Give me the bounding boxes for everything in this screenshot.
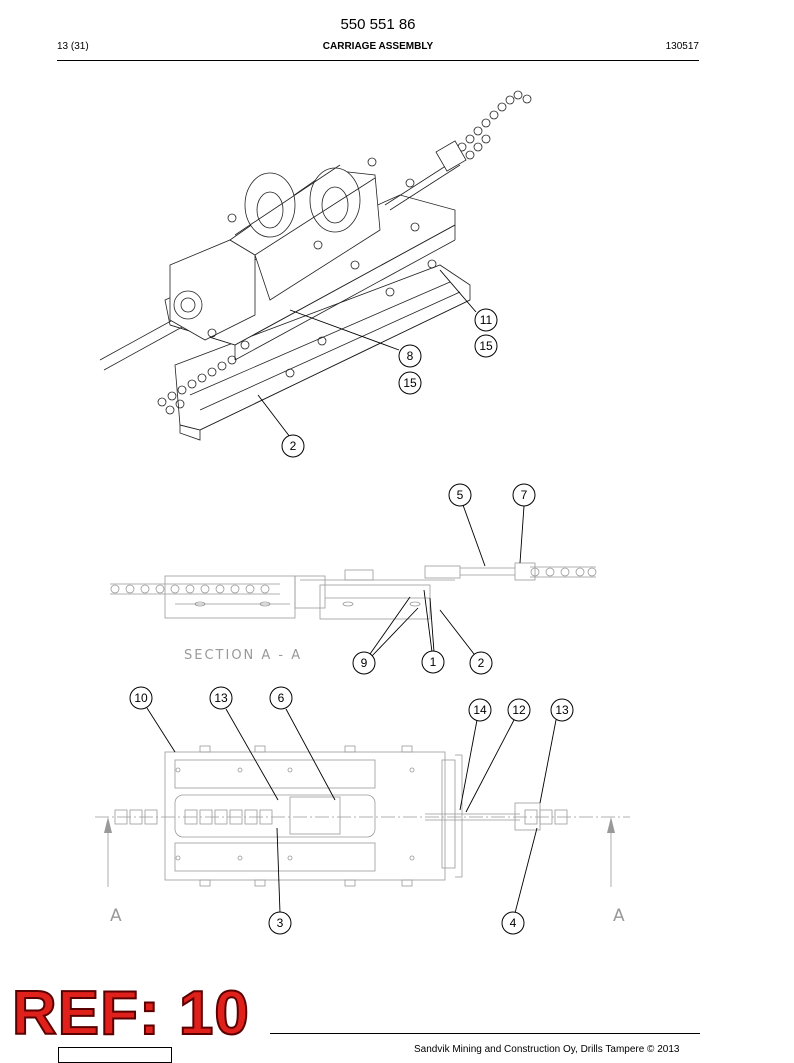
callout-15: 15 — [398, 371, 422, 395]
view-label-a-left: A — [110, 906, 122, 926]
svg-text:14: 14 — [473, 703, 487, 717]
callout-15: 15 — [474, 334, 498, 358]
footer-copyright: Sandvik Mining and Construction Oy, Dril… — [414, 1044, 680, 1055]
callout-1: 1 — [421, 650, 445, 674]
svg-text:10: 10 — [134, 691, 148, 705]
callout-2: 2 — [281, 434, 305, 458]
callout-3: 3 — [268, 911, 292, 935]
isometric-view: 11 15 8 15 2 — [99, 90, 532, 458]
callout-4: 4 — [501, 911, 525, 935]
plan-view: A A 10 13 6 14 12 13 3 4 — [95, 686, 630, 935]
svg-text:5: 5 — [457, 488, 464, 502]
svg-text:2: 2 — [478, 656, 485, 670]
callout-11: 11 — [474, 308, 498, 332]
svg-text:6: 6 — [278, 691, 285, 705]
callout-8: 8 — [398, 344, 422, 368]
header-rule — [57, 60, 699, 61]
sandvik-logo — [58, 1047, 172, 1063]
svg-text:2: 2 — [290, 439, 297, 453]
svg-text:11: 11 — [480, 313, 493, 327]
svg-text:7: 7 — [521, 488, 528, 502]
callout-5: 5 — [448, 483, 472, 507]
callout-14: 14 — [468, 698, 492, 722]
svg-text:13: 13 — [555, 703, 569, 717]
svg-text:9: 9 — [361, 656, 368, 670]
callout-2: 2 — [469, 651, 493, 675]
callout-13: 13 — [209, 686, 233, 710]
footer-rule — [270, 1033, 700, 1034]
callout-13: 13 — [550, 698, 574, 722]
ref-stamp: REF: 10 — [11, 979, 250, 1048]
svg-text:13: 13 — [214, 691, 228, 705]
svg-text:15: 15 — [479, 339, 493, 353]
view-label-a-right: A — [613, 906, 625, 926]
svg-text:8: 8 — [407, 349, 414, 363]
date-code: 130517 — [665, 41, 699, 52]
section-view: SECTION A - A 5 7 9 1 2 — [110, 483, 597, 675]
svg-text:4: 4 — [510, 916, 517, 930]
page-number: 13 (31) — [57, 41, 89, 52]
svg-text:12: 12 — [512, 703, 526, 717]
callout-9: 9 — [352, 651, 376, 675]
part-number: 550 551 86 — [340, 16, 416, 33]
callout-7: 7 — [512, 483, 536, 507]
callout-6: 6 — [269, 686, 293, 710]
svg-text:15: 15 — [403, 376, 417, 390]
callout-10: 10 — [129, 686, 153, 710]
svg-text:1: 1 — [430, 655, 437, 669]
section-title: CARRIAGE ASSEMBLY — [322, 41, 434, 52]
callout-12: 12 — [507, 698, 531, 722]
section-label: SECTION A - A — [184, 648, 302, 663]
svg-text:3: 3 — [277, 916, 284, 930]
